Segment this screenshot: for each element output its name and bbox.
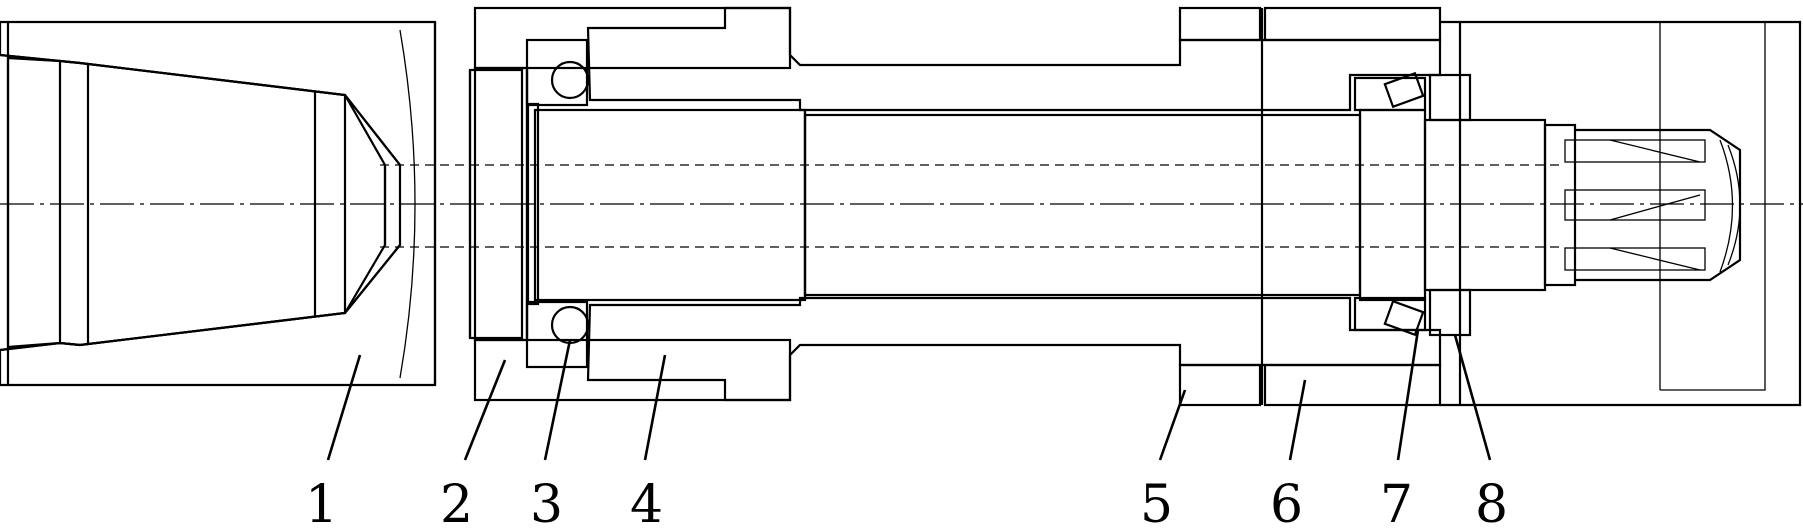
right-housing [1440, 20, 1802, 407]
shaft [526, 102, 1547, 306]
label-4: 4 [630, 475, 663, 532]
leader-lines [326, 329, 1492, 461]
label-5: 5 [1140, 475, 1173, 532]
label-8: 8 [1475, 475, 1508, 532]
part-1-tapered-housing [0, 20, 437, 387]
label-1: 1 [305, 475, 338, 532]
part-labels: 1 2 3 4 5 6 7 8 [305, 475, 1508, 532]
part-7-taper-bearing [1353, 71, 1427, 337]
part-8-end-plate [1428, 73, 1472, 337]
part-5-6-outer-sleeve [1178, 6, 1442, 407]
label-3: 3 [530, 475, 563, 532]
label-2: 2 [440, 475, 473, 532]
label-6: 6 [1270, 475, 1303, 532]
label-7: 7 [1380, 475, 1413, 532]
